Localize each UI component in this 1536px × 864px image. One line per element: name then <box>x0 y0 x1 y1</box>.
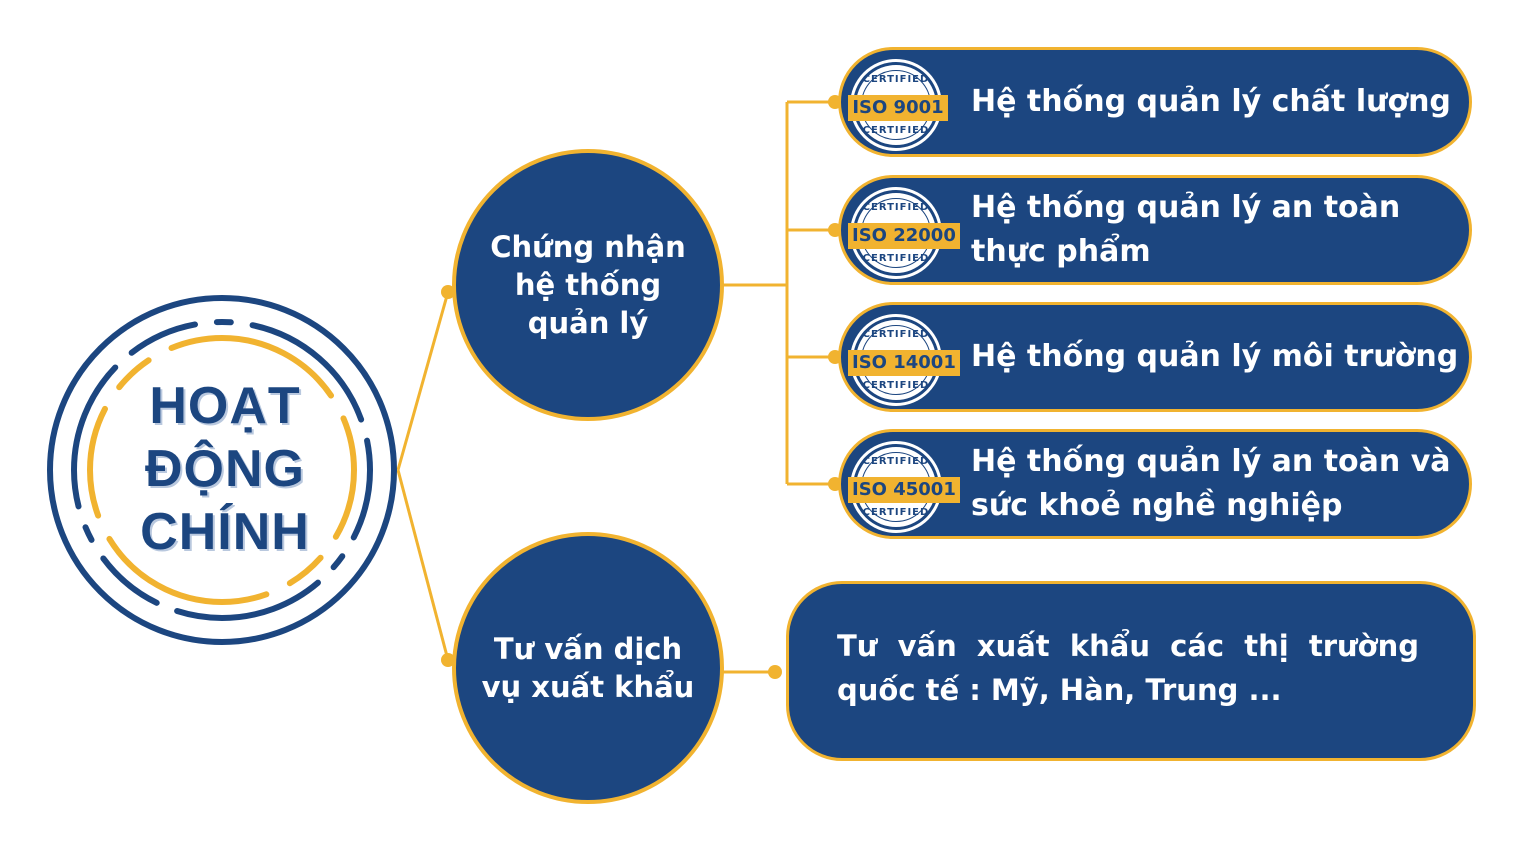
iso-standard-label: ISO 9001 <box>848 95 948 121</box>
root-title-line: CHÍNH <box>140 503 310 561</box>
seal-certified-text: CERTIFIED <box>862 329 930 340</box>
root-title: HOẠT ĐỘNG CHÍNH <box>75 375 375 564</box>
export-detail-text: Tư vấn xuất khẩu các thị trường quốc tế … <box>837 624 1419 712</box>
certified-seal-icon: CERTIFIED CERTIFIED ISO 45001 <box>848 444 960 530</box>
branch-label-line: quản lý <box>527 306 649 340</box>
iso-standard-label: ISO 14001 <box>848 350 960 376</box>
export-detail-box: Tư vấn xuất khẩu các thị trường quốc tế … <box>786 581 1476 761</box>
iso-standard-label: ISO 22000 <box>848 223 960 249</box>
root-outer-ring <box>47 295 397 645</box>
export-word: các <box>1170 629 1225 663</box>
iso-description-line: Hệ thống quản lý môi trường <box>971 339 1459 374</box>
seal-certified-text: CERTIFIED <box>862 74 930 85</box>
export-word: thị <box>1244 629 1289 663</box>
iso-description: Hệ thống quản lý an toàn thực phẩm <box>971 178 1439 282</box>
iso-item-45001: CERTIFIED CERTIFIED ISO 45001 Hệ thống q… <box>838 429 1472 539</box>
export-detail-line-1: Tư vấn xuất khẩu các thị trường <box>837 624 1419 668</box>
connector-root-branch-2 <box>396 469 450 661</box>
iso-description: Hệ thống quản lý chất lượng <box>971 50 1451 154</box>
export-word: vấn <box>897 629 957 663</box>
root-gold-dashed-ring <box>87 335 357 605</box>
iso-description: Hệ thống quản lý môi trường <box>971 305 1459 409</box>
iso-description-line: Hệ thống quản lý an toàn và <box>971 444 1451 479</box>
seal-certified-text: CERTIFIED <box>862 456 930 467</box>
iso-description-line: Hệ thống quản lý an toàn <box>971 190 1401 225</box>
export-word: khẩu <box>1069 629 1150 663</box>
branch-label-line: vụ xuất khẩu <box>481 670 695 704</box>
root-title-line: HOẠT <box>149 377 301 435</box>
iso-item-9001: CERTIFIED CERTIFIED ISO 9001 Hệ thống qu… <box>838 47 1472 157</box>
export-word: Tư <box>837 629 878 663</box>
root-blue-dashed-ring <box>71 319 373 621</box>
connector-dot <box>441 653 455 667</box>
iso-description-line: sức khoẻ nghề nghiệp <box>971 488 1343 523</box>
seal-certified-text: CERTIFIED <box>862 507 930 518</box>
certified-seal-icon: CERTIFIED CERTIFIED ISO 14001 <box>848 317 960 403</box>
connector-dot <box>441 285 455 299</box>
branch-circle-1 <box>452 149 724 421</box>
iso-item-14001: CERTIFIED CERTIFIED ISO 14001 Hệ thống q… <box>838 302 1472 412</box>
iso-item-22000: CERTIFIED CERTIFIED ISO 22000 Hệ thống q… <box>838 175 1472 285</box>
branch-label-certification: Chứng nhận hệ thống quản lý <box>474 171 702 399</box>
branch-label-line: Chứng nhận <box>490 230 686 264</box>
seal-certified-text: CERTIFIED <box>862 253 930 264</box>
branch-label-line: hệ thống <box>514 268 662 302</box>
iso-description: Hệ thống quản lý an toàn và sức khoẻ ngh… <box>971 432 1451 536</box>
root-title-line: ĐỘNG <box>145 440 305 498</box>
iso-standard-label: ISO 45001 <box>848 477 960 503</box>
seal-certified-text: CERTIFIED <box>862 125 930 136</box>
connector-root-branch-1 <box>396 291 450 471</box>
connector-dot <box>768 665 782 679</box>
branch-circle-2 <box>452 532 724 804</box>
iso-description-line: Hệ thống quản lý chất lượng <box>971 84 1451 119</box>
bracket-branch-1 <box>722 100 835 486</box>
iso-description-line: thực phẩm <box>971 234 1151 269</box>
branch-label-export-consulting: Tư vấn dịch vụ xuất khẩu <box>474 554 702 782</box>
seal-certified-text: CERTIFIED <box>862 380 930 391</box>
certified-seal-icon: CERTIFIED CERTIFIED ISO 22000 <box>848 190 960 276</box>
seal-certified-text: CERTIFIED <box>862 202 930 213</box>
export-detail-line-2: quốc tế : Mỹ, Hàn, Trung ... <box>837 673 1282 707</box>
branch-label-line: Tư vấn dịch <box>493 632 683 666</box>
export-word: xuất <box>976 629 1050 663</box>
certified-seal-icon: CERTIFIED CERTIFIED ISO 9001 <box>848 62 948 148</box>
export-word: trường <box>1308 629 1419 663</box>
